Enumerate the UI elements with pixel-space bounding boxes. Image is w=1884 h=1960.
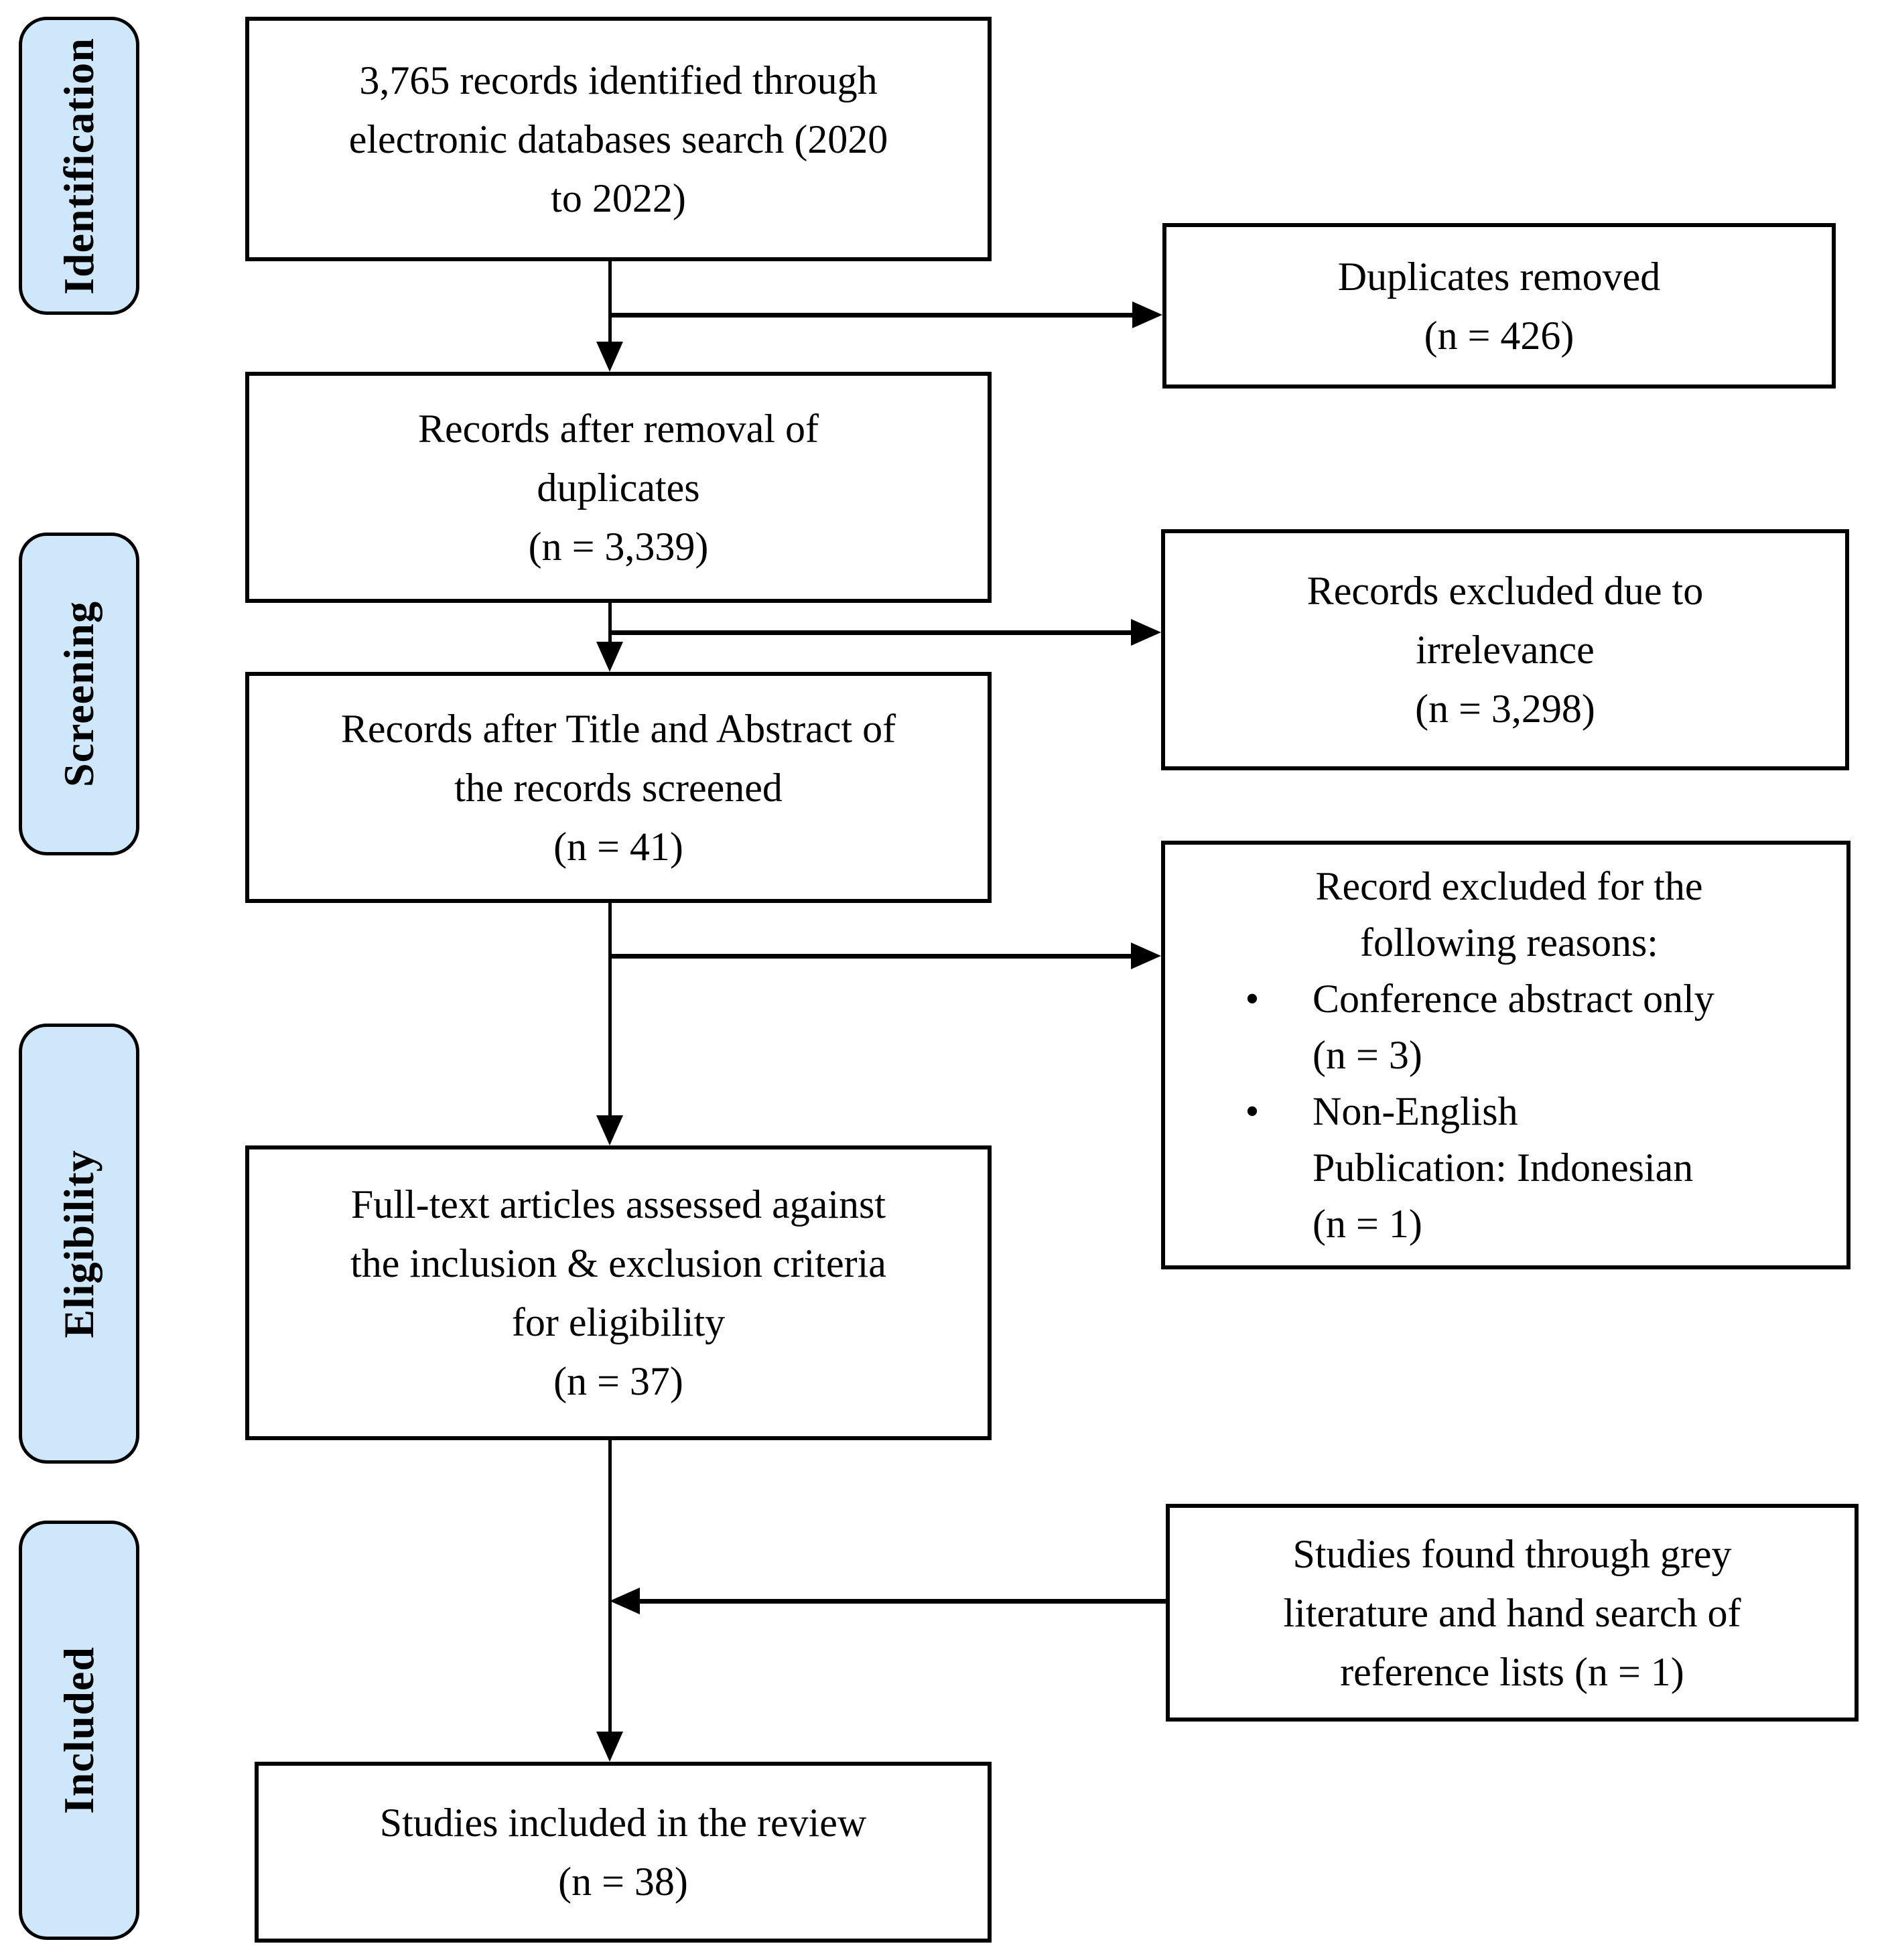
- box-grey-literature: Studies found through grey literature an…: [1166, 1504, 1859, 1722]
- box-excluded-reasons-header-line: Record excluded for the: [1315, 864, 1703, 908]
- box-title-abstract-screened-line: Records after Title and Abstract of: [340, 706, 896, 751]
- excluded-reason-text: Conference abstract only (n = 3): [1313, 971, 1826, 1083]
- connector-deduplicated-to-screened: [608, 603, 612, 643]
- arrowhead-into-excluded-irrelevance: [1131, 619, 1161, 646]
- excluded-reason-line: Publication: Indonesian: [1313, 1145, 1694, 1190]
- box-fulltext-assessed-line: Full-text articles assessed against: [350, 1182, 886, 1227]
- connector-to-excluded-irrelevance: [610, 630, 1132, 635]
- connector-grey-literature-merge: [640, 1599, 1166, 1604]
- box-excluded-irrelevance: Records excluded due to irrelevance (n =…: [1161, 529, 1849, 770]
- box-duplicates-removed: Duplicates removed (n = 426): [1162, 223, 1836, 389]
- arrowhead-into-fulltext: [596, 1115, 623, 1145]
- connector-to-excluded-reasons: [610, 954, 1131, 959]
- box-title-abstract-screened: Records after Title and Abstract of the …: [245, 672, 992, 903]
- box-grey-literature-line: Studies found through grey: [1292, 1531, 1732, 1576]
- bullet-icon: •: [1245, 1089, 1260, 1133]
- box-fulltext-assessed-line: for eligibility: [511, 1300, 726, 1344]
- box-grey-literature-line: reference lists (n = 1): [1340, 1649, 1684, 1694]
- box-excluded-reasons-header-line: following reasons:: [1360, 920, 1658, 965]
- excluded-reason-item: • Conference abstract only (n = 3): [1232, 971, 1826, 1083]
- box-records-identified-line: electronic databases search (2020: [348, 117, 888, 161]
- box-studies-included-line: (n = 38): [558, 1860, 688, 1904]
- stage-included-label: Included: [55, 1647, 103, 1814]
- stage-screening: Screening: [19, 533, 139, 855]
- connector-screened-to-fulltext: [608, 903, 612, 1117]
- arrowhead-into-deduplicated: [596, 342, 623, 372]
- box-fulltext-assessed-line: (n = 37): [553, 1359, 683, 1403]
- box-fulltext-assessed-line: the inclusion & exclusion criteria: [350, 1241, 886, 1285]
- excluded-reason-line: (n = 3): [1313, 1033, 1422, 1077]
- stage-identification-label: Identification: [55, 37, 103, 295]
- stage-included: Included: [19, 1521, 139, 1940]
- stage-identification: Identification: [19, 17, 139, 315]
- box-excluded-irrelevance-line: (n = 3,298): [1415, 687, 1595, 731]
- excluded-reason-line: Conference abstract only: [1313, 977, 1714, 1021]
- box-records-identified-line: 3,765 records identified through: [359, 58, 878, 102]
- box-title-abstract-screened-line: the records screened: [454, 765, 783, 810]
- box-title-abstract-screened-line: (n = 41): [553, 824, 683, 869]
- box-studies-included-line: Studies included in the review: [379, 1801, 867, 1845]
- excluded-reason-text: Non-English Publication: Indonesian (n =…: [1313, 1083, 1826, 1252]
- arrowhead-into-excluded-reasons: [1131, 942, 1161, 969]
- connector-to-duplicates-removed: [610, 313, 1134, 318]
- box-records-identified: 3,765 records identified through electro…: [245, 17, 992, 261]
- arrowhead-grey-literature-merge: [610, 1588, 640, 1614]
- box-excluded-reasons-header: Record excluded for the following reason…: [1232, 858, 1826, 971]
- stage-screening-label: Screening: [55, 600, 103, 788]
- excluded-reason-line: (n = 1): [1313, 1202, 1422, 1246]
- box-excluded-reasons: Record excluded for the following reason…: [1161, 841, 1851, 1269]
- box-records-after-duplicates-line: Records after removal of: [417, 406, 819, 451]
- excluded-reason-line: Non-English: [1313, 1089, 1518, 1133]
- box-records-after-duplicates: Records after removal of duplicates (n =…: [245, 372, 992, 603]
- box-records-after-duplicates-line: duplicates: [537, 465, 700, 510]
- excluded-reason-item: • Non-English Publication: Indonesian (n…: [1232, 1083, 1826, 1252]
- arrowhead-into-screened: [596, 642, 623, 672]
- arrowhead-into-included: [596, 1732, 623, 1762]
- box-duplicates-removed-line: Duplicates removed: [1337, 254, 1661, 299]
- box-grey-literature-line: literature and hand search of: [1283, 1590, 1741, 1635]
- box-studies-included: Studies included in the review (n = 38): [255, 1762, 992, 1943]
- stage-eligibility-label: Eligibility: [55, 1149, 103, 1338]
- arrowhead-into-duplicates-removed: [1132, 301, 1162, 328]
- box-fulltext-assessed: Full-text articles assessed against the …: [245, 1145, 992, 1440]
- box-excluded-irrelevance-line: Records excluded due to: [1306, 569, 1704, 613]
- box-duplicates-removed-line: (n = 426): [1424, 313, 1574, 358]
- box-excluded-irrelevance-line: irrelevance: [1416, 628, 1595, 672]
- connector-identified-to-deduplicated: [608, 261, 612, 343]
- bullet-icon: •: [1245, 977, 1260, 1021]
- box-records-identified-line: to 2022): [551, 176, 686, 220]
- box-records-after-duplicates-line: (n = 3,339): [528, 524, 709, 569]
- stage-eligibility: Eligibility: [19, 1024, 139, 1464]
